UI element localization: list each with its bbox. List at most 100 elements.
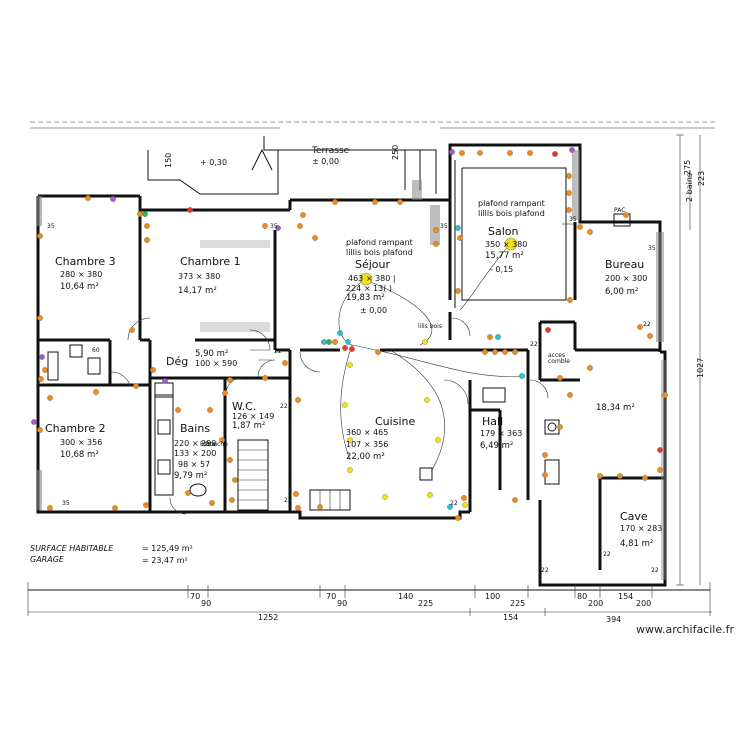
outlet-marker-orange	[459, 150, 465, 156]
outlet-marker-orange	[433, 227, 439, 233]
outlet-marker-orange	[232, 477, 238, 483]
outlet-marker-yellow	[347, 362, 353, 368]
salon-ceiling-outline	[454, 160, 575, 308]
outlet-marker-orange	[527, 150, 533, 156]
ceiling-lights	[359, 237, 518, 286]
outlet-marker-yellow	[422, 339, 428, 345]
outlet-marker-purple	[449, 149, 455, 155]
room-area-chambre2: 10,68 m²	[60, 450, 99, 460]
outlet-marker-purple	[31, 419, 37, 425]
plan-note: Douche	[205, 441, 228, 448]
outlet-marker-orange	[455, 515, 461, 521]
outlet-marker-orange	[542, 472, 548, 478]
outlet-marker-red	[187, 207, 193, 213]
outlet-marker-purple	[569, 147, 575, 153]
chain-dimension: 90	[201, 599, 211, 608]
outlet-marker-orange	[282, 360, 288, 366]
outlet-marker-cyan	[447, 504, 453, 510]
outlet-marker-orange	[185, 490, 191, 496]
outlet-marker-orange	[557, 375, 563, 381]
total-dimension: 394	[606, 615, 621, 624]
wall-thickness: 22	[280, 403, 288, 410]
outlet-marker-orange	[85, 195, 91, 201]
door-swings	[109, 317, 549, 515]
room-dims-bureau: 200 × 300	[605, 274, 647, 283]
outlet-marker-yellow	[342, 402, 348, 408]
outlet-marker-orange	[229, 497, 235, 503]
room-dims-wc: 126 × 149	[232, 412, 274, 421]
outlet-marker-orange	[567, 392, 573, 398]
chain-dimension: 70	[326, 592, 336, 601]
chain-dimension: 225	[418, 599, 433, 608]
extra-dim: 98 × 57	[178, 460, 210, 469]
room-area-sejour: 19,83 m²	[346, 293, 385, 303]
garage-label: GARAGE	[30, 555, 65, 564]
outlet-marker-orange	[512, 349, 518, 355]
room-area-wc: 1,87 m²	[232, 421, 265, 431]
outlet-marker-orange	[566, 173, 572, 179]
outlet-marker-orange	[617, 473, 623, 479]
terrace-labels: Terrasse + 0,30 ± 0,00	[200, 146, 350, 167]
outlet-marker-orange	[332, 339, 338, 345]
outlet-marker-orange	[577, 224, 583, 230]
room-area-chambre3: 10,64 m²	[60, 282, 99, 292]
outlet-marker-orange	[507, 150, 513, 156]
outlet-marker-yellow	[424, 397, 430, 403]
side-dimension: 275	[683, 160, 692, 175]
outlet-marker-purple	[39, 354, 45, 360]
outlet-marker-orange	[129, 327, 135, 333]
dimension-chain	[27, 134, 712, 616]
outlet-marker-orange	[557, 424, 563, 430]
room-dims-cave: 170 × 283	[620, 524, 662, 533]
wall-thickness: 35	[440, 223, 448, 230]
chain-dimension: 154	[618, 592, 633, 601]
room-dims-cuisine: 360 × 465	[346, 428, 388, 437]
side-dimension: 2 bains	[685, 173, 694, 202]
room-name-bureau: Bureau	[605, 258, 644, 271]
outlet-marker-orange	[295, 397, 301, 403]
outlet-marker-yellow	[427, 492, 433, 498]
outlet-marker-yellow	[347, 467, 353, 473]
plan-note: - 0,15	[490, 265, 513, 274]
outlet-marker-red	[349, 346, 355, 352]
watermark: www.archifacile.fr	[636, 623, 734, 636]
room-dims-deg: 100 × 590	[195, 359, 237, 368]
outlet-marker-cyan	[495, 334, 501, 340]
outlet-marker-orange	[662, 392, 668, 398]
outlet-marker-orange	[227, 457, 233, 463]
electrical-markers	[31, 147, 668, 521]
chain-dimension: 80	[577, 592, 587, 601]
room-dims-hall: 179 × 363	[480, 429, 522, 438]
outlet-marker-orange	[637, 324, 643, 330]
outlet-marker-orange	[47, 395, 53, 401]
room-name-salon: Salon	[488, 225, 519, 238]
outlet-marker-orange	[112, 505, 118, 511]
outlet-marker-green	[326, 339, 332, 345]
outlet-marker-yellow	[435, 437, 441, 443]
outlet-marker-red	[657, 447, 663, 453]
outlet-marker-orange	[657, 467, 663, 473]
chain-dimension: 70	[190, 592, 200, 601]
plan-note: lillis bois plafond	[346, 248, 413, 257]
surface-habitable-value: = 125,49 m²	[142, 544, 193, 553]
wall-thickness: 35	[648, 245, 656, 252]
outlet-marker-red	[545, 327, 551, 333]
room-name-cave: Cave	[620, 510, 648, 523]
room-area-bureau: 6,00 m²	[605, 287, 638, 297]
room-area-deg: 5,90 m²	[195, 349, 228, 359]
room-name-chambre2: Chambre 2	[45, 422, 106, 435]
outlet-marker-orange	[566, 190, 572, 196]
room-dims-salon: 350 × 380	[485, 240, 527, 249]
room-name-cuisine: Cuisine	[375, 415, 415, 428]
outlet-marker-orange	[375, 349, 381, 355]
extra-dim: 107 × 356	[346, 440, 388, 449]
outlet-marker-orange	[143, 502, 149, 508]
outlet-marker-cyan	[345, 339, 351, 345]
room-name-chambre3: Chambre 3	[55, 255, 116, 268]
outlet-marker-orange	[262, 375, 268, 381]
outlet-marker-orange	[587, 365, 593, 371]
outlet-marker-orange	[93, 389, 99, 395]
outlet-marker-orange	[227, 377, 233, 383]
wall-thickness: 22	[541, 567, 549, 574]
terrace-level-upper: + 0,30	[200, 158, 227, 167]
